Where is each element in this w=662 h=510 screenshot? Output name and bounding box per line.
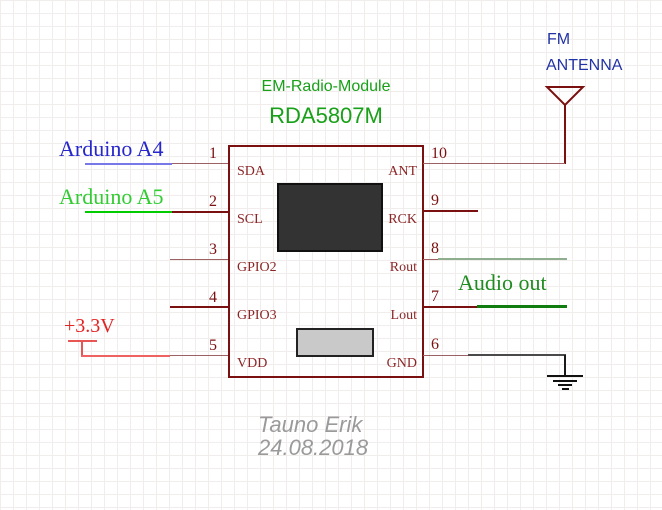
pin-label-gnd: GND — [386, 356, 417, 371]
part-number: RDA5807M — [269, 103, 383, 128]
antenna-label-antenna: ANTENNA — [546, 57, 623, 74]
wire-arduino-a4 — [85, 163, 172, 165]
pin-label-sda: SDA — [237, 164, 266, 179]
signature-date: 24.08.2018 — [258, 435, 369, 460]
pin-number-6: 6 — [431, 336, 439, 353]
pin-label-gpio3: GPIO3 — [237, 308, 277, 323]
antenna-label-fm: FM — [547, 31, 571, 48]
signature-author: Tauno Erik — [258, 412, 363, 437]
pin8-stub — [423, 259, 439, 260]
gnd-symbol-stem — [564, 355, 566, 376]
wire-gnd — [468, 354, 566, 356]
pin-number-1: 1 — [209, 145, 217, 162]
pin-label-rout: Rout — [389, 260, 417, 275]
net-label-arduino-a5: Arduino A5 — [59, 184, 164, 209]
module-title: EM-Radio-Module — [261, 78, 391, 95]
pin3-stub — [170, 259, 228, 260]
pin4-stub — [170, 306, 228, 308]
gnd-symbol-bar1 — [547, 375, 583, 377]
net-label-power: +3.3V — [64, 315, 115, 337]
pin-number-9: 9 — [431, 192, 439, 209]
wire-arduino-a5 — [85, 211, 172, 213]
pin1-stub — [172, 163, 228, 164]
pin7-stub — [423, 306, 477, 308]
pin-label-gpio2: GPIO2 — [237, 260, 277, 275]
wire-power — [81, 355, 170, 357]
pin-label-ant: ANT — [388, 164, 417, 179]
ic-chip-rectangle — [277, 183, 383, 252]
pin-number-7: 7 — [431, 288, 439, 305]
pin-label-vdd: VDD — [237, 356, 268, 371]
pin9-stub — [423, 210, 478, 212]
antenna-lead — [564, 104, 566, 164]
pin2-stub — [172, 211, 228, 213]
net-label-arduino-a4: Arduino A4 — [59, 136, 164, 161]
ic-body — [228, 145, 424, 378]
power-symbol-stem — [81, 341, 83, 356]
gnd-symbol-bar3 — [558, 384, 572, 386]
gnd-symbol-bar4 — [562, 388, 569, 390]
pin-label-scl: SCL — [237, 212, 263, 227]
pin-label-lout: Lout — [390, 308, 417, 323]
pin-number-2: 2 — [209, 193, 217, 210]
pin6-stub — [423, 355, 470, 356]
antenna-icon — [544, 86, 586, 107]
pin-number-4: 4 — [209, 289, 217, 306]
pin-number-8: 8 — [431, 240, 439, 257]
pin-label-rck: RCK — [388, 212, 417, 227]
net-label-audio-out: Audio out — [458, 270, 547, 295]
pin5-stub — [170, 355, 228, 356]
pin-number-3: 3 — [209, 241, 217, 258]
pin10-wire — [423, 163, 565, 164]
ic-crystal-rectangle — [296, 328, 374, 357]
pin-number-5: 5 — [209, 337, 217, 354]
pin-number-10: 10 — [431, 145, 447, 162]
gnd-symbol-bar2 — [553, 380, 577, 382]
wire-rout — [438, 258, 567, 260]
wire-lout — [477, 305, 567, 308]
